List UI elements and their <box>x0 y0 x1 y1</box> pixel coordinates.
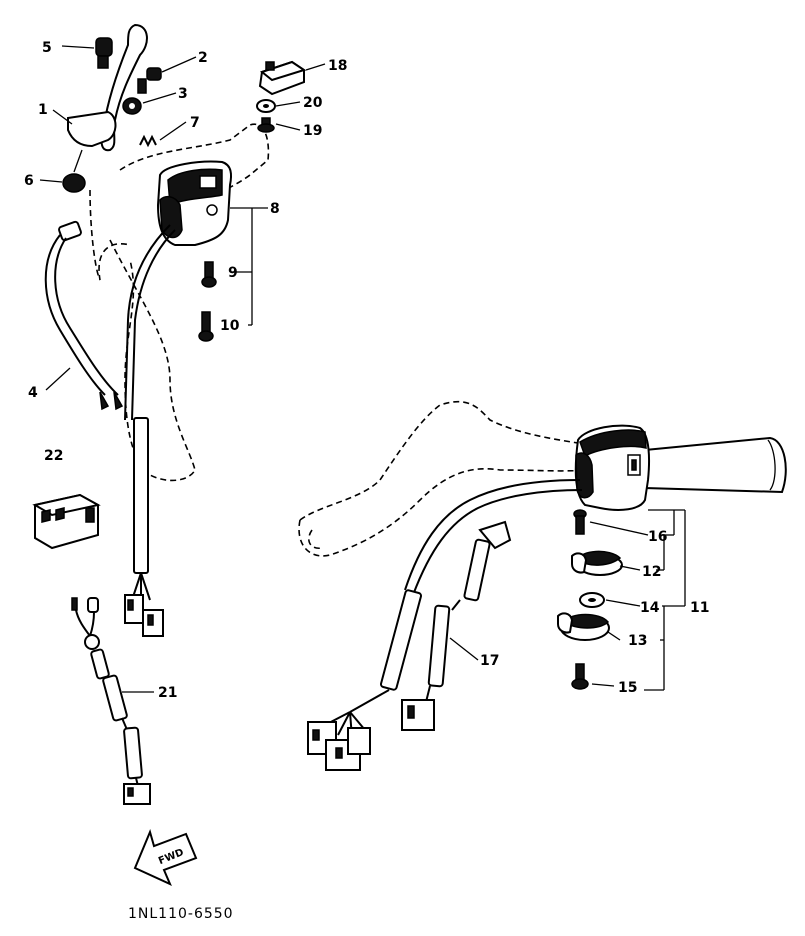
forward-arrow: FWD <box>133 828 198 886</box>
label-part-14: 14 <box>640 600 660 616</box>
nut-6 <box>62 173 86 193</box>
label-part-20: 20 <box>303 95 323 111</box>
clutch-lever <box>67 23 148 152</box>
label-part-1: 1 <box>38 102 48 118</box>
label-part-22: 22 <box>44 448 63 464</box>
screw-2 <box>137 67 162 94</box>
front-brake-switch-lead-17 <box>401 520 512 731</box>
label-part-6: 6 <box>24 173 34 189</box>
label-part-18: 18 <box>328 58 347 74</box>
label-part-15: 15 <box>618 680 637 696</box>
right-harness-coupler <box>307 721 371 771</box>
right-switch-housing <box>574 424 650 511</box>
left-switch-harness <box>124 224 176 637</box>
label-part-11: 11 <box>690 600 709 616</box>
left-switch-housing <box>156 160 232 246</box>
label-part-8: 8 <box>270 201 280 217</box>
leader-lines <box>39 45 686 693</box>
label-part-19: 19 <box>303 123 322 139</box>
cover-18 <box>258 60 307 96</box>
right-handlebar-outline <box>298 400 621 557</box>
lever-bolt-5 <box>95 37 113 69</box>
label-part-4: 4 <box>28 385 38 401</box>
right-grip <box>644 436 787 494</box>
label-part-17: 17 <box>480 653 499 669</box>
left-harness-coupler <box>124 594 164 637</box>
label-part-13: 13 <box>628 633 647 649</box>
washer-14 <box>579 592 605 608</box>
label-part-16: 16 <box>648 529 667 545</box>
spring-7 <box>139 134 157 148</box>
right-switch-harness <box>307 479 583 771</box>
throttle-cable-guide-12 <box>571 550 623 576</box>
drawing-code: 1NL110-6550 <box>128 906 234 922</box>
washer-3 <box>122 97 142 115</box>
label-part-7: 7 <box>190 115 200 131</box>
label-part-9: 9 <box>228 265 238 281</box>
label-part-2: 2 <box>198 50 208 66</box>
washer-20 <box>256 99 276 113</box>
label-part-21: 21 <box>158 685 177 701</box>
label-part-12: 12 <box>642 564 661 580</box>
label-part-10: 10 <box>220 318 240 334</box>
screw-15 <box>571 663 589 690</box>
part-labels: 5 2 3 1 7 6 8 9 10 4 18 20 19 22 21 17 1… <box>24 40 709 701</box>
label-part-3: 3 <box>178 86 188 102</box>
cable-guide-13 <box>557 612 610 641</box>
screw-9 <box>201 261 217 288</box>
relay-22 <box>32 493 101 550</box>
label-part-5: 5 <box>42 40 52 56</box>
clutch-switch-lead <box>44 220 124 411</box>
screw-16 <box>573 509 587 535</box>
lead-wire-21 <box>71 597 151 805</box>
screw-19 <box>257 117 275 133</box>
screw-10 <box>198 311 214 342</box>
